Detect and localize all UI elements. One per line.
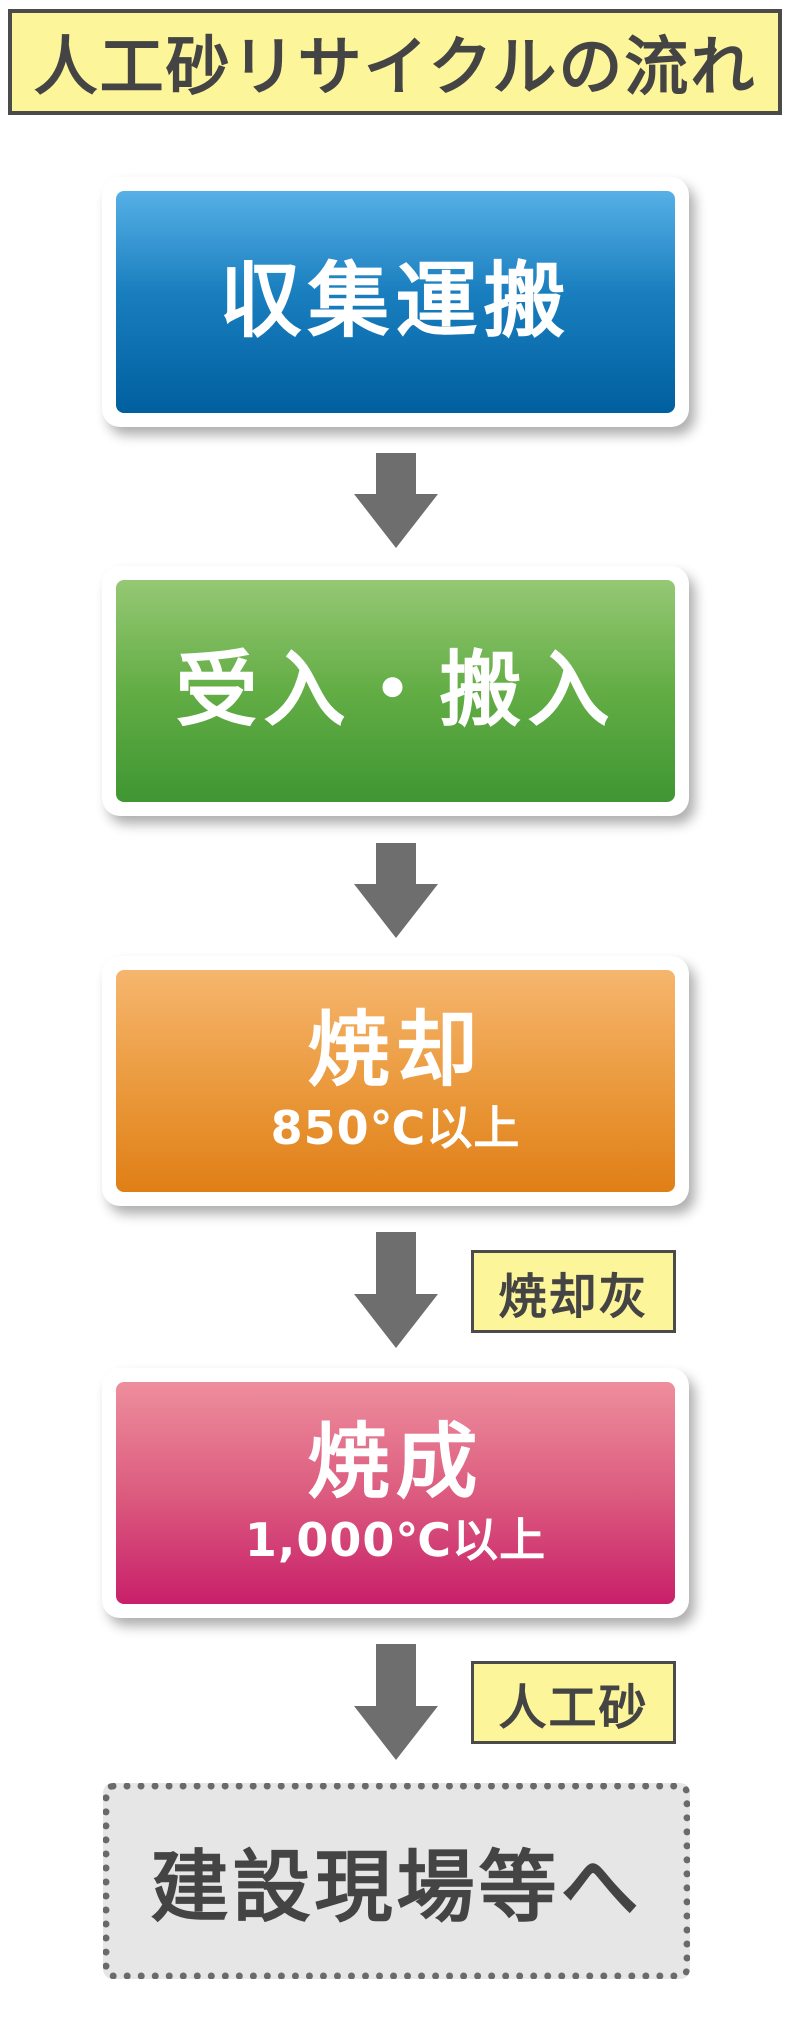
step-collection-transport-panel: 収集運搬 <box>116 191 675 413</box>
step-firing-temperature: 1,000℃以上 <box>244 1512 547 1567</box>
down-arrow-icon <box>354 1644 438 1760</box>
step-firing-panel: 焼成 1,000℃以上 <box>116 1382 675 1604</box>
down-arrow-icon <box>354 453 438 548</box>
down-arrow-icon <box>354 843 438 938</box>
down-arrow-icon <box>354 1232 438 1348</box>
artificial-sand-label: 人工砂 <box>471 1661 676 1744</box>
incineration-ash-label: 焼却灰 <box>471 1250 676 1333</box>
step-incineration-label: 焼却 <box>307 1003 484 1099</box>
step-collection-transport-label: 収集運搬 <box>219 253 572 349</box>
step-firing: 焼成 1,000℃以上 <box>102 1368 689 1618</box>
step-incineration: 焼却 850℃以上 <box>102 956 689 1206</box>
step-incineration-panel: 焼却 850℃以上 <box>116 970 675 1192</box>
step-firing-label: 焼成 <box>307 1415 484 1511</box>
diagram-title: 人工砂リサイクルの流れ <box>8 9 782 115</box>
step-receiving-label: 受入・搬入 <box>175 642 616 738</box>
step-receiving-panel: 受入・搬入 <box>116 580 675 802</box>
step-receiving: 受入・搬入 <box>102 566 689 816</box>
step-incineration-temperature: 850℃以上 <box>270 1100 521 1155</box>
step-collection-transport: 収集運搬 <box>102 177 689 427</box>
destination-box: 建設現場等へ <box>103 1783 690 1979</box>
